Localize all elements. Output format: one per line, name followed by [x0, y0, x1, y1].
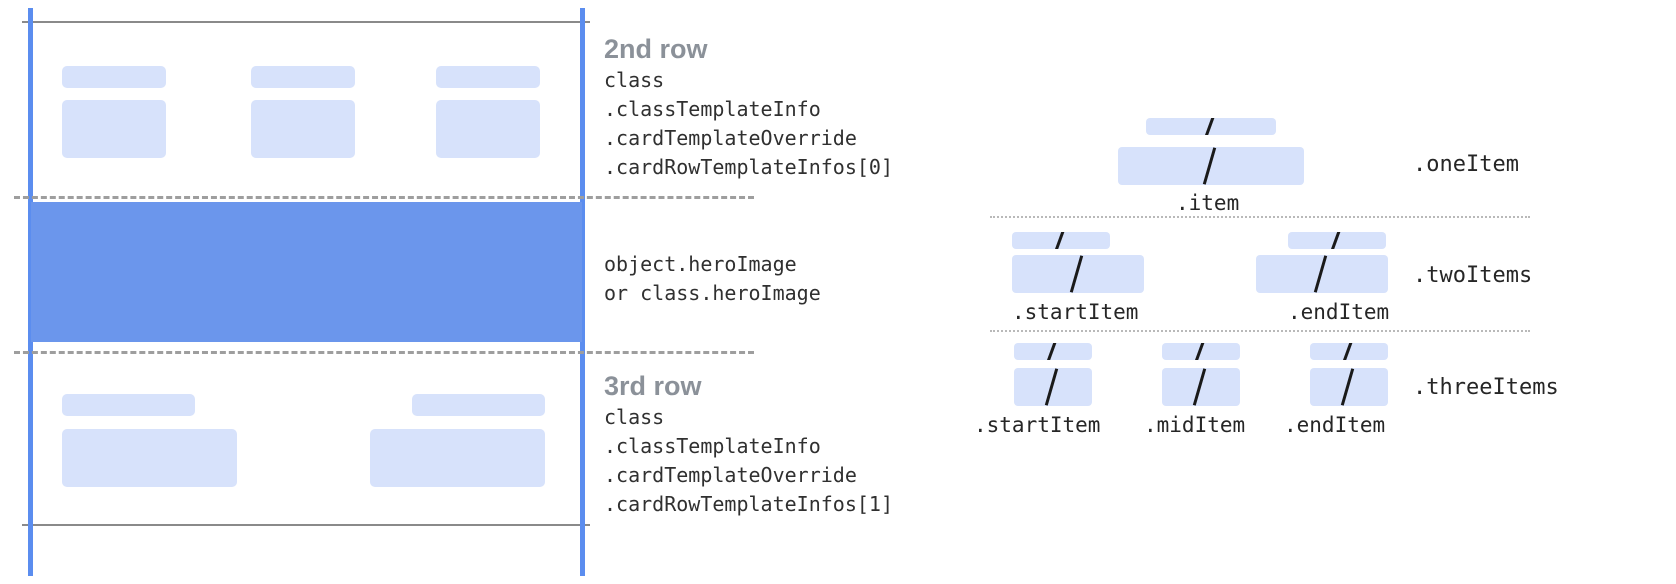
slash-icon [1204, 118, 1215, 135]
placeholder-block-value [62, 429, 237, 487]
placeholder-block-label [62, 66, 166, 88]
slash-icon [1340, 368, 1355, 406]
placeholder-block-label [436, 66, 540, 88]
placeholder-block-value [370, 429, 545, 487]
item-thin-box [1162, 343, 1240, 360]
hero-image-code-line: or class.heroImage [604, 281, 821, 305]
slash-icon [1202, 147, 1217, 185]
second-row-code-line: class [604, 68, 665, 92]
item-thin-box [1288, 232, 1386, 249]
card-right-rail [580, 8, 585, 576]
item-thin-box [1014, 343, 1092, 360]
item-label: .endItem [1284, 413, 1386, 437]
slash-icon [1330, 232, 1341, 249]
item-label: .startItem [974, 413, 1101, 437]
second-row-annotation: 2nd row class .classTemplateInfo .cardTe… [604, 32, 893, 182]
item-thin-box [1310, 343, 1388, 360]
item-label: .midItem [1144, 413, 1246, 437]
item-label: .endItem [1288, 300, 1390, 324]
slash-icon [1046, 343, 1057, 360]
item-tall-box [1118, 147, 1304, 185]
placeholder-block-label [251, 66, 355, 88]
slash-icon [1054, 232, 1065, 249]
third-row-code-line: .classTemplateInfo [604, 434, 821, 458]
third-row-title: 3rd row [604, 371, 702, 401]
hero-image-annotation: object.heroImage or class.heroImage [604, 250, 821, 308]
third-row-annotation: 3rd row class .classTemplateInfo .cardTe… [604, 369, 893, 519]
item-group-label: .oneItem [1413, 152, 1519, 177]
placeholder-block-value [62, 100, 166, 158]
row-separator-lower [14, 351, 754, 354]
row-separator-upper [14, 196, 754, 199]
placeholder-block-value [436, 100, 540, 158]
third-row-code-line: .cardRowTemplateInfos[1] [604, 492, 893, 516]
item-tall-box [1256, 255, 1388, 293]
item-tall-box [1014, 368, 1092, 406]
slash-icon [1192, 368, 1207, 406]
third-row-code-line: class [604, 405, 665, 429]
slash-icon [1044, 368, 1059, 406]
placeholder-block-value [251, 100, 355, 158]
card-bottom-border [22, 524, 590, 526]
second-row-title: 2nd row [604, 34, 708, 64]
second-row-code-line: .classTemplateInfo [604, 97, 821, 121]
slash-icon [1313, 255, 1328, 293]
item-tall-box [1162, 368, 1240, 406]
third-row-code-line: .cardTemplateOverride [604, 463, 857, 487]
item-group-label: .threeItems [1413, 375, 1559, 400]
card-left-rail [28, 8, 33, 576]
hero-image-band [31, 202, 582, 342]
hero-image-code-line: object.heroImage [604, 252, 797, 276]
item-thin-box [1012, 232, 1110, 249]
item-group-label: .twoItems [1413, 263, 1533, 288]
second-row-code-line: .cardTemplateOverride [604, 126, 857, 150]
placeholder-block-label [62, 394, 195, 416]
item-label: .item [1176, 191, 1240, 215]
item-tall-box [1310, 368, 1388, 406]
slash-icon [1342, 343, 1353, 360]
placeholder-block-label [412, 394, 545, 416]
item-label: .startItem [1012, 300, 1139, 324]
item-tall-box [1012, 255, 1144, 293]
slash-icon [1194, 343, 1205, 360]
item-group-separator [990, 330, 1530, 332]
second-row-code-line: .cardRowTemplateInfos[0] [604, 155, 893, 179]
item-group-separator [990, 216, 1530, 218]
card-top-border [22, 21, 590, 23]
slash-icon [1069, 255, 1084, 293]
item-thin-box [1146, 118, 1276, 135]
